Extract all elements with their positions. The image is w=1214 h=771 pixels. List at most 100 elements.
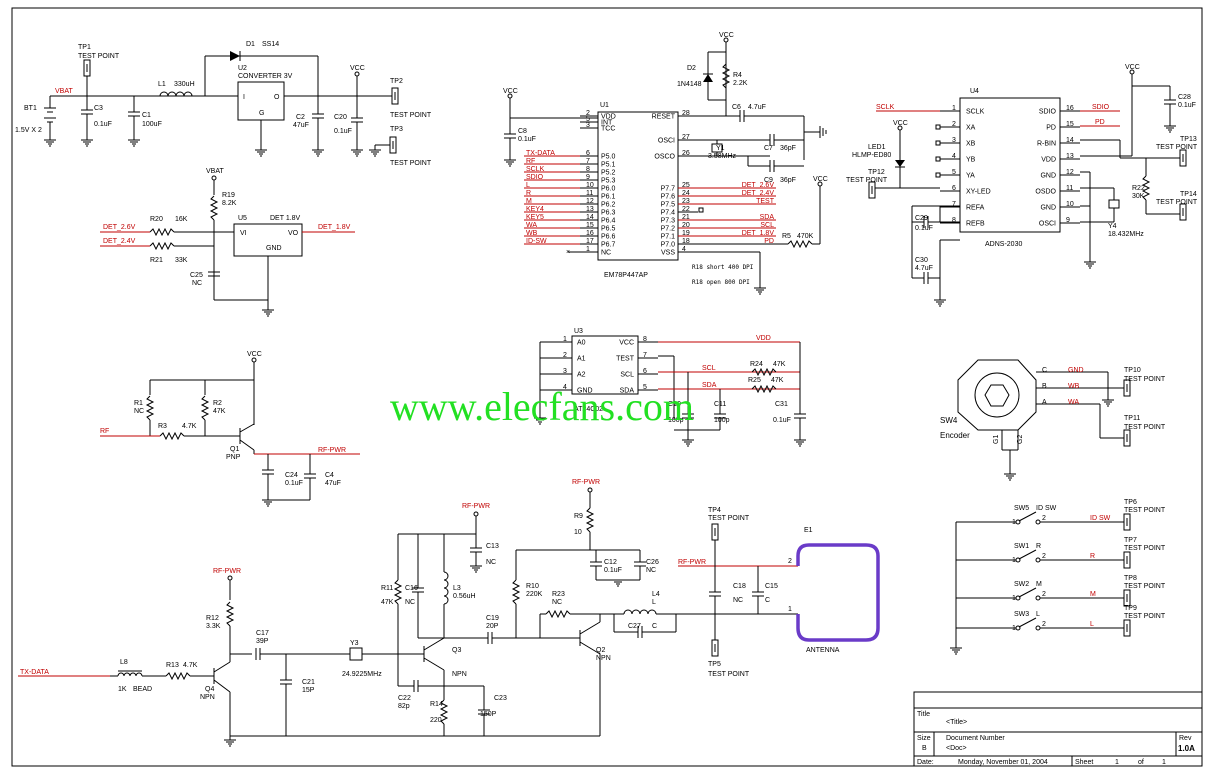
c6-label: C6 bbox=[732, 104, 741, 111]
vcc-led: VCC bbox=[893, 120, 908, 127]
u1-pin-name: P6.0 bbox=[601, 186, 616, 193]
l1-label: L1 bbox=[158, 81, 166, 88]
switch-pin-1: 1 bbox=[1012, 557, 1016, 564]
tp10-label: TP10 bbox=[1124, 367, 1141, 374]
r12-label: R12 bbox=[206, 615, 219, 622]
tp12-sub: TEST POINT bbox=[846, 177, 888, 184]
u1-pin-name: P7.6 bbox=[661, 194, 676, 201]
switch-net: M bbox=[1090, 591, 1096, 598]
switch-testpoint bbox=[1123, 589, 1131, 607]
r23-label: R23 bbox=[552, 591, 565, 598]
u4-pin-num: 3 bbox=[952, 137, 956, 144]
c26-label: C26 bbox=[646, 559, 659, 566]
rf-section: TX-DATA L8 1K BEAD R13 4.7K Q4 NPN RF-PW… bbox=[18, 479, 880, 747]
tp3-label: TP3 bbox=[390, 126, 403, 133]
c28-value: 0.1uF bbox=[1178, 102, 1196, 109]
u4-pin-num: 12 bbox=[1066, 169, 1074, 176]
u1-pin-name: VDD bbox=[601, 114, 616, 121]
u4-pin-name: GND bbox=[1040, 205, 1056, 212]
c4-value: 47uF bbox=[325, 480, 341, 487]
u1-pin-num: 5 bbox=[586, 116, 590, 123]
u1-pin-name: P7.5 bbox=[661, 202, 676, 209]
u1-left-net: WB bbox=[526, 230, 538, 237]
switch-tp-sub: TEST POINT bbox=[1124, 583, 1166, 590]
u4-pin-name: XY-LED bbox=[966, 189, 991, 196]
r1-value: NC bbox=[134, 408, 144, 415]
c12-value: 0.1uF bbox=[604, 567, 622, 574]
txdata-net: TX-DATA bbox=[20, 669, 49, 676]
u1-pin-num: 8 bbox=[586, 166, 590, 173]
switch-pin-1: 1 bbox=[1012, 625, 1016, 632]
switch-ref: SW3 bbox=[1014, 611, 1029, 618]
u1-right-net: DET_2.6V bbox=[742, 182, 775, 189]
date-label: Date: bbox=[917, 759, 934, 766]
u1-pin-name: P5.0 bbox=[601, 154, 616, 161]
docnum-label: Document Number bbox=[946, 735, 1005, 742]
q1-value: PNP bbox=[226, 454, 241, 461]
u1-pin-num: 16 bbox=[586, 230, 594, 237]
c24-value: 0.1uF bbox=[285, 480, 303, 487]
u1-pin-name: OSCI bbox=[658, 138, 675, 145]
enc-net-wa: WA bbox=[1068, 399, 1079, 406]
u1-left-net: WA bbox=[526, 222, 537, 229]
switch-testpoint bbox=[1123, 513, 1131, 531]
dpi-note-1: R18 short 400 DPI bbox=[692, 264, 754, 271]
d2-value: 1N4148 bbox=[677, 81, 702, 88]
c19-label: C19 bbox=[486, 615, 499, 622]
switch-pin-1: 1 bbox=[1012, 595, 1016, 602]
rfpwr-net-q1: RF-PWR bbox=[318, 447, 346, 454]
d1-value: SS14 bbox=[262, 41, 279, 48]
r19-value: 8.2K bbox=[222, 200, 237, 207]
u1-pin-num: 17 bbox=[586, 238, 594, 245]
u4-pin-name: REFB bbox=[966, 221, 985, 228]
sheet-label: Sheet bbox=[1075, 759, 1093, 766]
u1-pin-num: 24 bbox=[682, 190, 690, 197]
r3-label: R3 bbox=[158, 423, 167, 430]
u1-pin-name: P6.3 bbox=[601, 210, 616, 217]
c25-value: NC bbox=[192, 280, 202, 287]
enc-net-gnd: GND bbox=[1068, 367, 1084, 374]
u1-pin-name: P6.2 bbox=[601, 202, 616, 209]
u1-pin-name: P5.2 bbox=[601, 170, 616, 177]
u4-pin-num: 14 bbox=[1066, 137, 1074, 144]
r13-value: 4.7K bbox=[183, 662, 198, 669]
u4-pin-num: 9 bbox=[1066, 217, 1070, 224]
led1-value: HLMP-ED80 bbox=[852, 152, 891, 159]
rf-net: RF bbox=[100, 428, 109, 435]
u1-pin-name: P7.3 bbox=[661, 218, 676, 225]
date-value: Monday, November 01, 2004 bbox=[958, 759, 1048, 766]
u5-vo: VO bbox=[288, 230, 299, 237]
dpi-note-2: R18 open 800 DPI bbox=[692, 279, 750, 286]
u1-right-net: TEST bbox=[756, 198, 775, 205]
c30-value: 4.7uF bbox=[915, 265, 933, 272]
vcc-u4: VCC bbox=[1125, 64, 1140, 71]
switch-tp-label: TP9 bbox=[1124, 605, 1137, 612]
u1-left-net: M bbox=[526, 198, 532, 205]
u1-left-pins: VDD2INT5TCC3P5.06P5.17P5.28P5.39P6.010P6… bbox=[524, 110, 616, 257]
u4-pin-name: YA bbox=[966, 173, 975, 180]
vbat-net: VBAT bbox=[55, 88, 73, 95]
c8-value: 0.1uF bbox=[518, 136, 536, 143]
c29-value: 0.1uF bbox=[915, 225, 933, 232]
y3-label: Y3 bbox=[350, 640, 359, 647]
r1-label: R1 bbox=[134, 400, 143, 407]
u4-pin-num: 8 bbox=[952, 217, 956, 224]
u1-pin-num: 11 bbox=[586, 190, 593, 197]
c28-label: C28 bbox=[1178, 94, 1191, 101]
u1-pin-name: P7.2 bbox=[661, 226, 676, 233]
u1-pin-name: P5.1 bbox=[601, 162, 616, 169]
rfpwr-net-r12: RF-PWR bbox=[213, 568, 241, 575]
c29-label: C29 bbox=[915, 215, 928, 222]
switch-pin-2: 2 bbox=[1042, 621, 1046, 628]
u1-pin-name: VSS bbox=[661, 250, 675, 257]
l4-value: L bbox=[652, 599, 656, 606]
switch-pin-2: 2 bbox=[1042, 591, 1046, 598]
r5-value: 470K bbox=[797, 233, 814, 240]
u4-pin-num: 15 bbox=[1066, 121, 1074, 128]
pd-net-u4: PD bbox=[1095, 119, 1105, 126]
l8-value: 1K bbox=[118, 686, 127, 693]
l1-value: 330uH bbox=[174, 81, 195, 88]
